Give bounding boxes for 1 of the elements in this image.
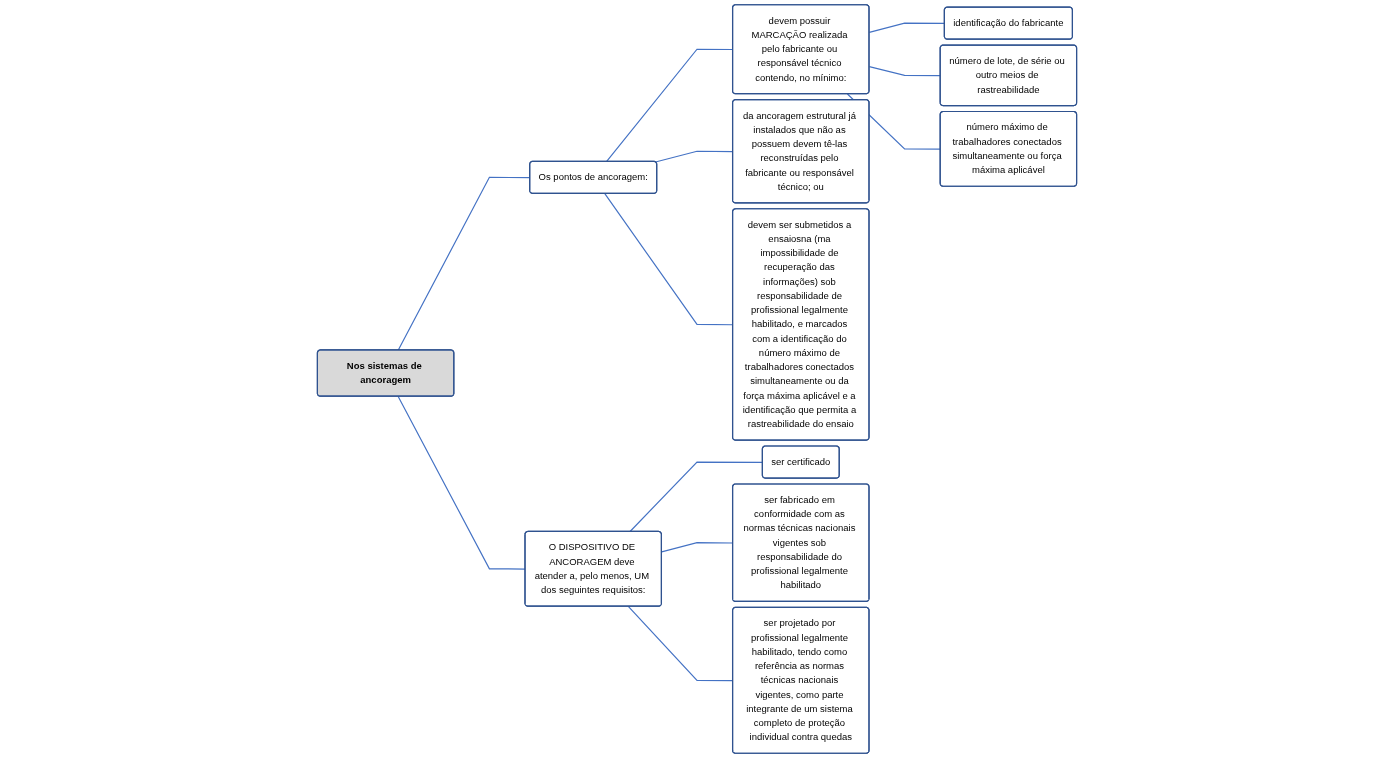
- connector: [397, 395, 526, 570]
